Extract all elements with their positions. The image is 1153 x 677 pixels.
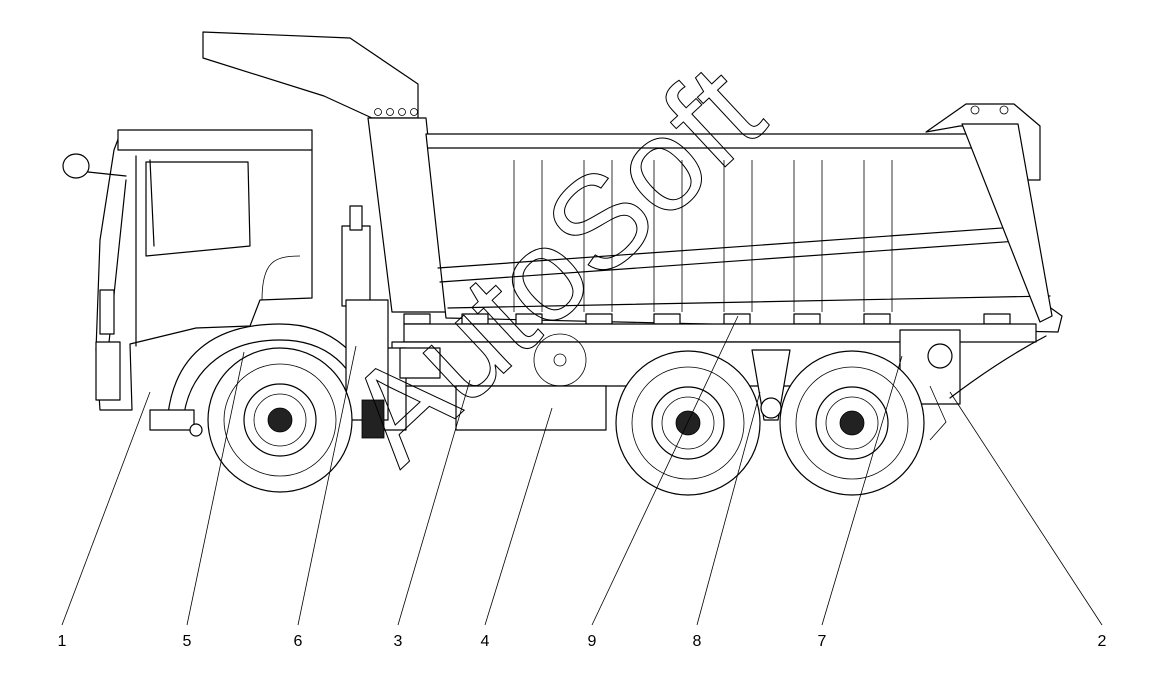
- callout-5: 5: [183, 633, 192, 650]
- battery-box: [399, 347, 441, 379]
- cab-window: [145, 161, 251, 257]
- callout-4: 4: [481, 633, 490, 650]
- callout-8: 8: [693, 633, 702, 650]
- callout-6: 6: [294, 633, 303, 650]
- callout-3: 3: [394, 633, 403, 650]
- front-wheel: [207, 347, 353, 493]
- cab-protector: [202, 31, 419, 119]
- rear-wheel-1: [615, 350, 761, 496]
- callout-9: 9: [588, 633, 597, 650]
- headlight: [95, 341, 121, 401]
- dump-body: [202, 31, 1063, 333]
- callout-1: 1: [58, 633, 67, 650]
- callout-7: 7: [818, 633, 827, 650]
- air-intake: [341, 225, 371, 307]
- mirror: [62, 153, 90, 179]
- callout-2: 2: [1098, 633, 1107, 650]
- cab-roof: [117, 129, 313, 151]
- leader-lines: [61, 315, 1103, 626]
- rear-wheel-2: [779, 350, 925, 496]
- cab: [62, 129, 389, 439]
